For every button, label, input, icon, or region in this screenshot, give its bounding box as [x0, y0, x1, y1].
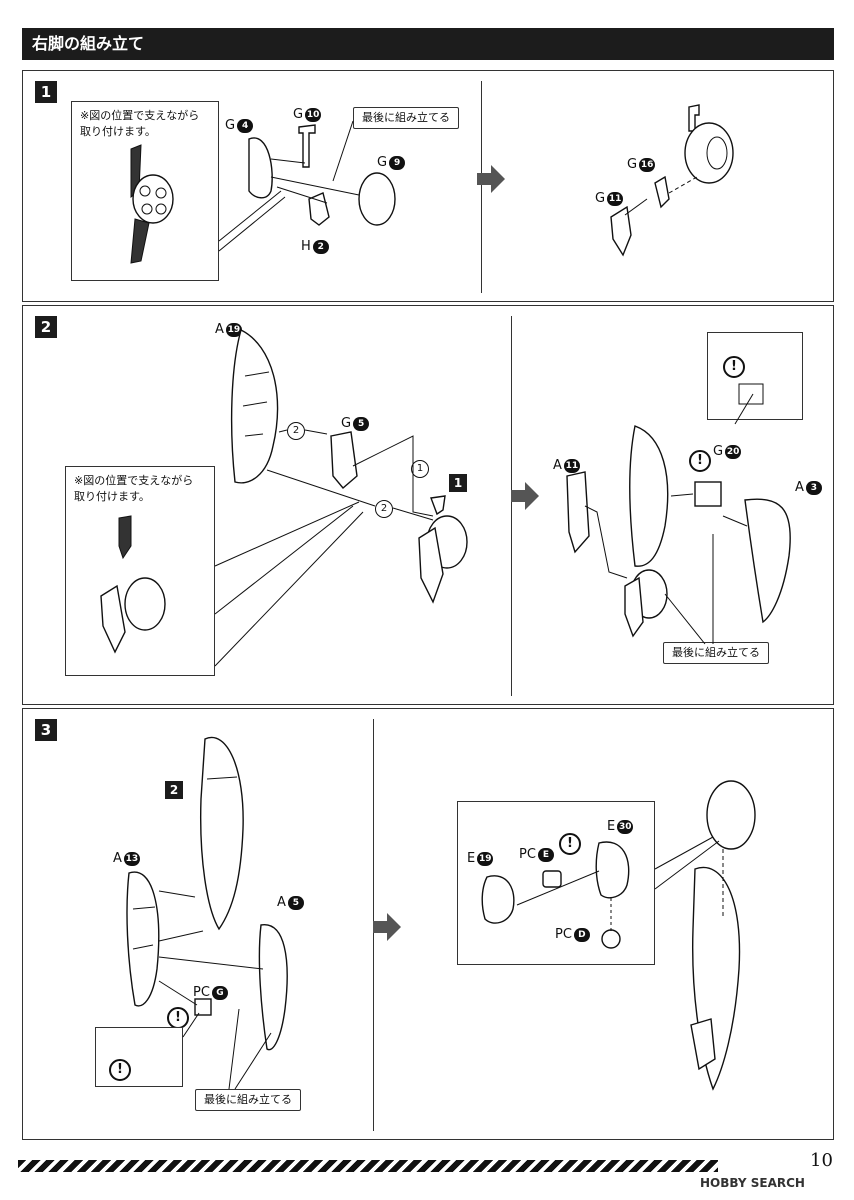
step-1-illustration — [130, 104, 734, 264]
step-1-callout: 最後に組み立てる — [353, 107, 459, 129]
order-marker-2b: 2 — [375, 500, 393, 518]
order-marker-2a: 2 — [287, 422, 305, 440]
step-1-number: 1 — [35, 81, 57, 103]
footer-stripe — [18, 1160, 718, 1172]
step-3-illustration — [126, 736, 756, 1091]
step-3-number: 3 — [35, 719, 57, 741]
warning-icon: ! — [723, 356, 745, 378]
warning-icon: ! — [559, 833, 581, 855]
watermark: HOBBY SEARCH — [700, 1176, 805, 1190]
step-2-note: ※図の位置で支えながら取り付けます。 — [65, 466, 215, 676]
page-title: 右脚の組み立て — [22, 28, 834, 60]
step-3-warning-inset — [95, 1027, 183, 1087]
order-marker-1: 1 — [411, 460, 429, 478]
step-ref-1: 1 — [449, 474, 467, 492]
page-number: 10 — [810, 1150, 833, 1171]
step-3-callout: 最後に組み立てる — [195, 1089, 301, 1111]
step-2-note-text: ※図の位置で支えながら取り付けます。 — [74, 474, 194, 503]
warning-icon: ! — [109, 1059, 131, 1081]
step-2-warning-inset — [707, 332, 803, 420]
step-1-note-text: ※図の位置で支えながら取り付けます。 — [80, 109, 200, 138]
step-2-callout: 最後に組み立てる — [663, 642, 769, 664]
step-2-number: 2 — [35, 316, 57, 338]
step-2-illustration — [100, 328, 791, 667]
step-ref-2: 2 — [165, 781, 183, 799]
step-1-divider — [481, 81, 482, 293]
warning-icon: ! — [689, 450, 711, 472]
step-2-divider — [511, 316, 512, 696]
